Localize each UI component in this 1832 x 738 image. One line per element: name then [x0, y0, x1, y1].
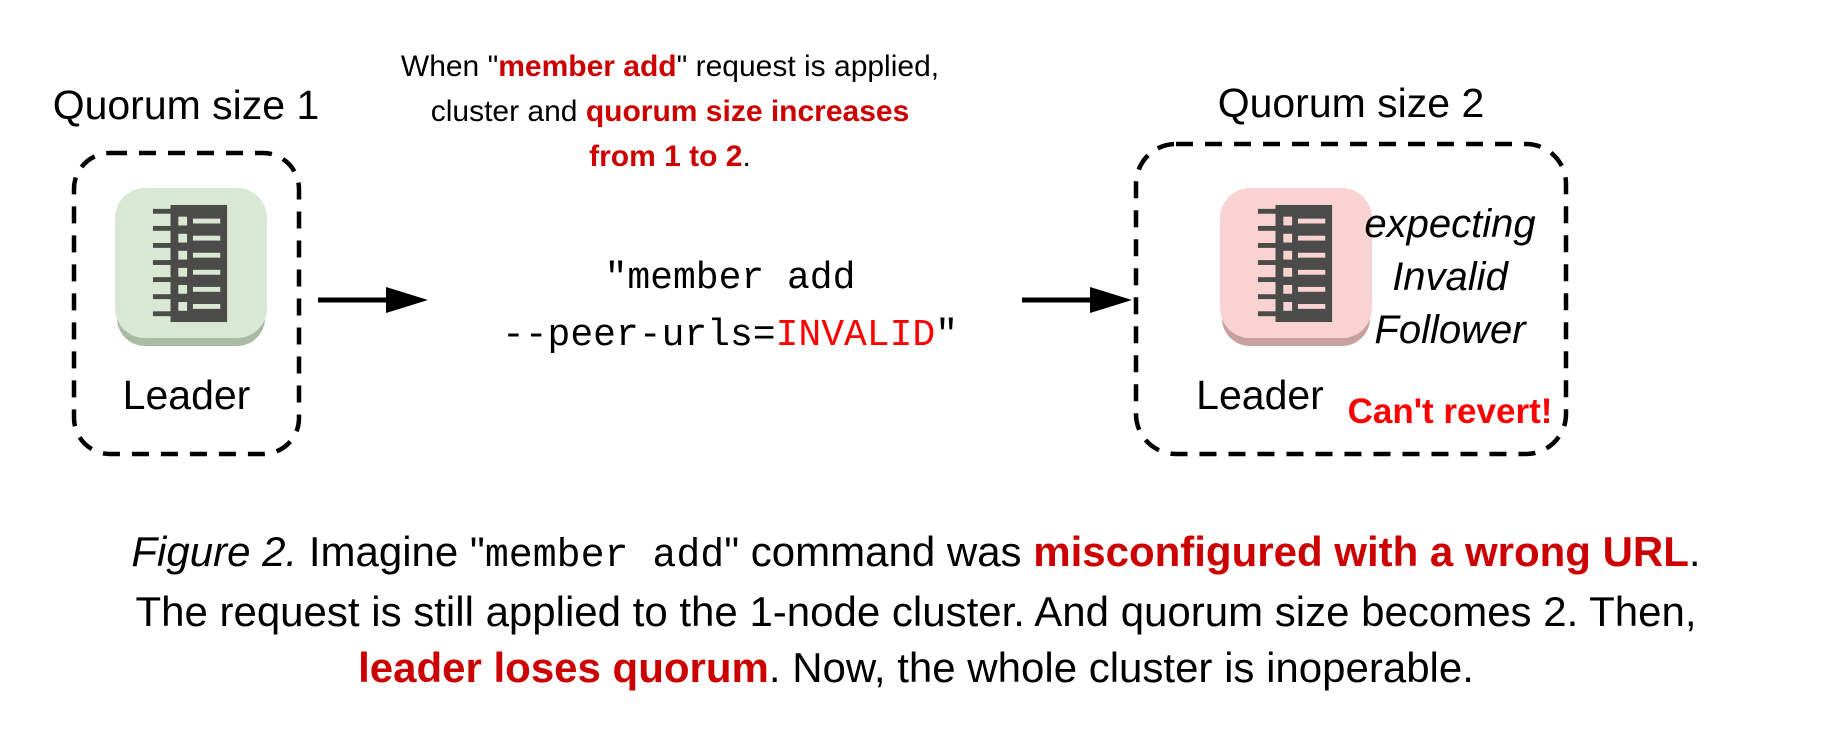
- arrow-right-icon: [318, 287, 428, 313]
- expecting-text: expecting Invalid Follower: [1320, 198, 1580, 357]
- caption-line-1: Figure 2. Imagine "member add" command w…: [0, 524, 1832, 584]
- server-icon: [152, 204, 228, 322]
- text-run: .: [742, 140, 751, 173]
- caption-line-2: The request is still applied to the 1-no…: [135, 588, 1697, 635]
- text-run: " request is applied,: [676, 50, 940, 83]
- text-run: .: [1688, 528, 1701, 575]
- command-line-1: "member add: [604, 257, 856, 300]
- quorum1-title: Quorum size 1: [52, 82, 320, 128]
- expecting-line-3: Follower: [1374, 308, 1526, 352]
- text-run: " command was: [724, 528, 1034, 575]
- server-icon: [1257, 204, 1333, 322]
- text-run: ": [935, 314, 959, 357]
- leader-label-right: Leader: [1196, 372, 1324, 418]
- text-run: When ": [400, 50, 499, 83]
- cluster-box-right: [1133, 141, 1569, 457]
- text-run: . Now, the whole cluster is inoperable.: [768, 644, 1474, 691]
- leader-node-green: [115, 188, 267, 338]
- leader-label-left: Leader: [122, 372, 251, 418]
- text-run-red: INVALID: [775, 314, 936, 357]
- annotation-line-3: from 1 to 2.: [385, 134, 955, 179]
- caption-line-3: leader loses quorum. Now, the whole clus…: [0, 640, 1832, 696]
- text-run: --peer-urls=: [501, 314, 776, 357]
- text-run-red: misconfigured with a wrong URL: [1033, 528, 1689, 575]
- text-run-red: leader loses quorum: [358, 644, 769, 691]
- cant-revert-warning: Can't revert!: [1347, 392, 1553, 431]
- text-run-red: member add: [498, 50, 677, 83]
- quorum2-title: Quorum size 2: [1217, 80, 1485, 126]
- text-run-red: quorum size increases: [585, 95, 910, 128]
- figure-caption: Figure 2. Imagine "member add" command w…: [0, 524, 1832, 696]
- command-line-2: --peer-urls=INVALID": [430, 307, 1030, 364]
- annotation-text: When "member add" request is applied, cl…: [385, 44, 955, 179]
- annotation-line-1: When "member add" request is applied,: [385, 44, 955, 89]
- annotation-line-2: cluster and quorum size increases: [385, 89, 955, 134]
- text-run: cluster and: [430, 95, 586, 128]
- expecting-line-1: expecting: [1364, 202, 1536, 246]
- arrow-right-icon: [1022, 287, 1132, 313]
- figure-number: Figure 2.: [131, 528, 298, 575]
- text-run-mono: member add: [484, 533, 725, 578]
- cluster-box-left: [71, 150, 302, 457]
- expecting-line-2: Invalid: [1392, 255, 1508, 299]
- text-run: Imagine ": [297, 528, 485, 575]
- leader-node-pink: [1220, 188, 1372, 338]
- command-text: "member add --peer-urls=INVALID": [430, 250, 1030, 364]
- text-run-red: from 1 to 2: [589, 140, 743, 173]
